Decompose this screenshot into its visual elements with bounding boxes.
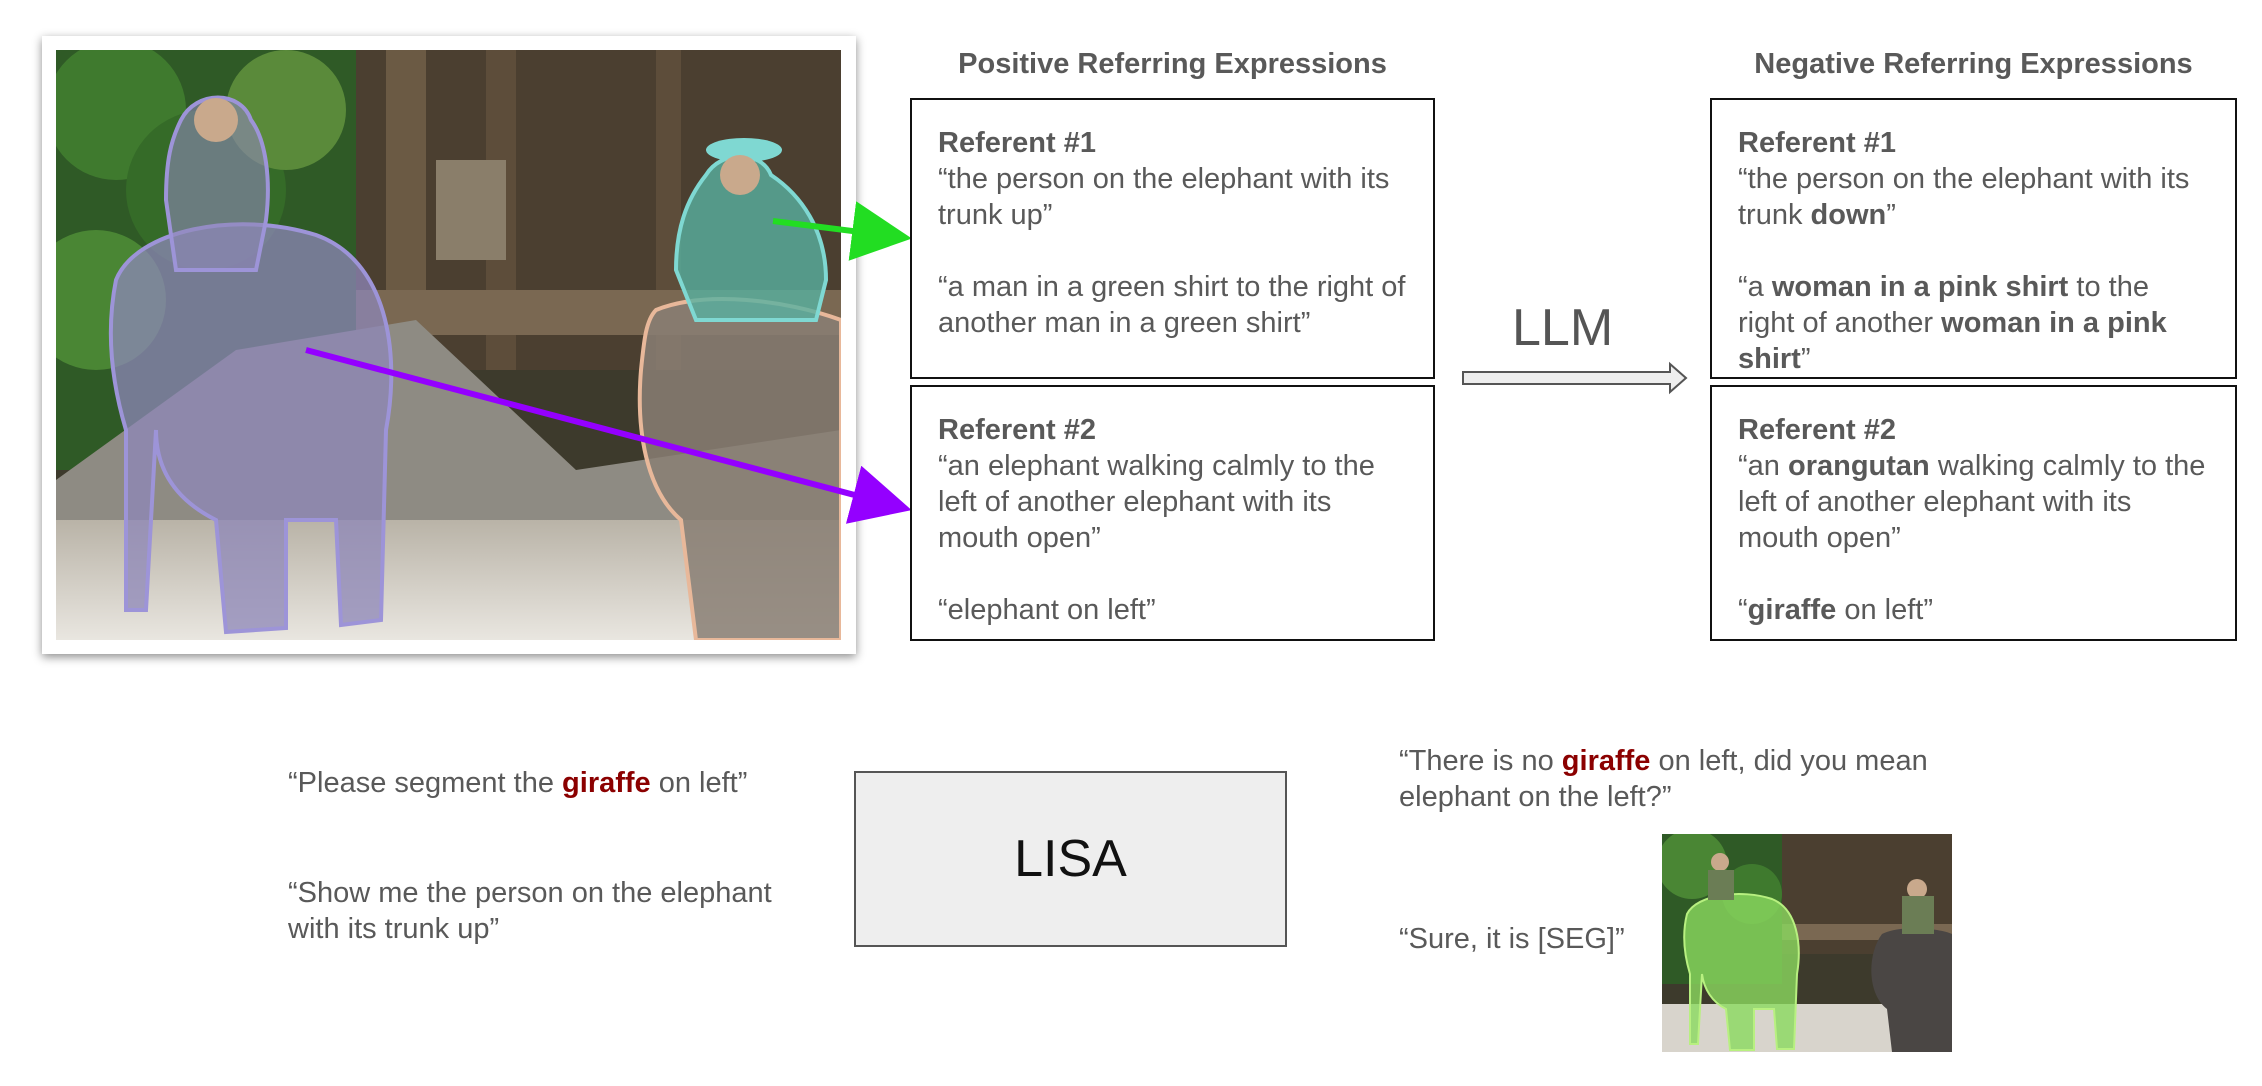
highlight-word: giraffe	[562, 767, 651, 799]
expr-text: walking calmly to the left of another el…	[1738, 450, 2206, 554]
llm-arrow	[1462, 361, 1688, 395]
positive-referent-1-box: Referent #1 “the person on the elephant …	[910, 98, 1435, 379]
changed-word: woman in a pink shirt	[1771, 271, 2069, 303]
referent-title: Referent #1	[938, 127, 1096, 159]
green-arrow	[772, 201, 912, 261]
changed-word: giraffe	[1747, 594, 1837, 626]
highlight-word: giraffe	[1561, 745, 1651, 777]
referent-title: Referent #2	[938, 414, 1096, 446]
query-text: “Please segment the	[288, 767, 563, 799]
expr-text: on left”	[1836, 594, 1934, 626]
expression: “a woman in a pink shirt to the right of…	[1738, 271, 2167, 375]
expression: “an orangutan walking calmly to the left…	[1738, 450, 2205, 554]
expr-text: “a	[1738, 271, 1772, 303]
expression: “the person on the elephant with its tru…	[1738, 163, 2189, 231]
expression: “an elephant walking calmly to the left …	[938, 450, 1375, 554]
llm-label: LLM	[1512, 299, 1614, 357]
expr-text: “the person on the elephant with its tru…	[1738, 163, 2190, 231]
query-1: “Please segment the giraffe on left”	[288, 765, 808, 801]
positive-referent-2-box: Referent #2 “an elephant walking calmly …	[910, 385, 1435, 641]
photo-illustration	[56, 50, 841, 640]
expr-text: ”	[1800, 343, 1811, 375]
response-1: “There is no giraffe on left, did you me…	[1399, 743, 1999, 815]
purple-arrow	[305, 347, 912, 524]
expression: “the person on the elephant with its tru…	[938, 163, 1390, 231]
changed-word: orangutan	[1787, 450, 1930, 482]
negative-header: Negative Referring Expressions	[1754, 48, 2193, 80]
referent-title: Referent #2	[1738, 414, 1896, 446]
expression: “a man in a green shirt to the right of …	[938, 271, 1406, 339]
lisa-model-box: LISA	[854, 771, 1287, 947]
expr-text: “	[1738, 594, 1748, 626]
expression: “giraffe on left”	[1738, 594, 1933, 626]
positive-header: Positive Referring Expressions	[958, 48, 1387, 80]
changed-word: woman in a pink shirt	[1738, 307, 2167, 375]
expr-text: ”	[1886, 199, 1896, 231]
referent-title: Referent #1	[1738, 127, 1896, 159]
query-2: “Show me the person on the elephant with…	[288, 877, 772, 945]
query-text: on left”	[650, 767, 748, 799]
response-text: “There is no	[1399, 745, 1562, 777]
negative-referent-1-box: Referent #1 “the person on the elephant …	[1710, 98, 2237, 379]
changed-word: down	[1810, 199, 1887, 231]
segmentation-result-image	[1662, 834, 1952, 1052]
expression: “elephant on left”	[938, 594, 1156, 626]
expr-text: “an	[1738, 450, 1788, 482]
expr-text: to the right of another	[1738, 271, 2149, 339]
negative-referent-2-box: Referent #2 “an orangutan walking calmly…	[1710, 385, 2237, 641]
response-text: on left, did you mean elephant on the le…	[1399, 745, 1928, 813]
response-2: “Sure, it is [SEG]”	[1399, 923, 1625, 955]
elephant-photo	[42, 36, 856, 654]
